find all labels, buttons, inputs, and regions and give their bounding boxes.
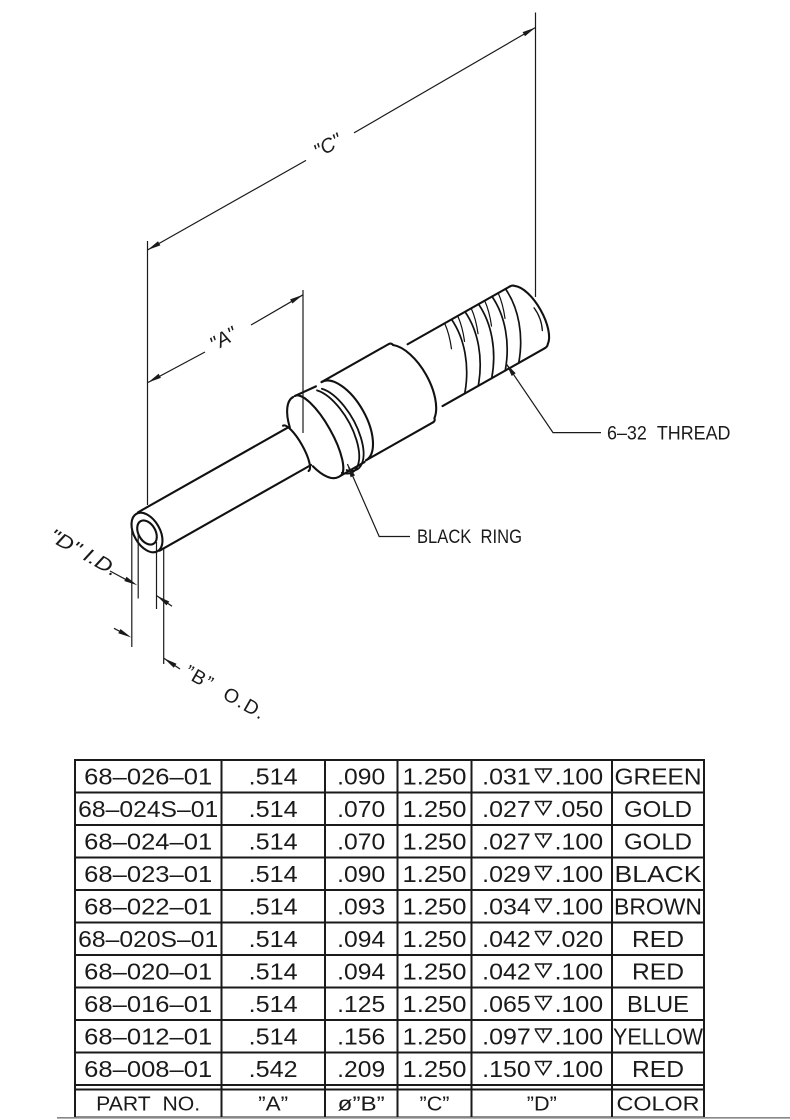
svg-text:ø”B”: ø”B” (338, 1094, 385, 1116)
svg-text:68–024S–01: 68–024S–01 (78, 796, 218, 822)
svg-text:.065: .065 (482, 991, 531, 1017)
svg-text:.514: .514 (249, 958, 298, 984)
svg-text:.093: .093 (337, 893, 385, 919)
svg-text:68–026–01: 68–026–01 (84, 763, 212, 789)
svg-text:68–012–01: 68–012–01 (84, 1023, 212, 1049)
svg-text:.100: .100 (555, 861, 604, 887)
svg-text:68–020–01: 68–020–01 (84, 958, 212, 984)
svg-text:.070: .070 (337, 796, 385, 822)
svg-text:.209: .209 (337, 1056, 385, 1082)
svg-text:1.250: 1.250 (403, 893, 467, 919)
svg-text:.034: .034 (482, 893, 531, 919)
svg-text:.070: .070 (337, 828, 385, 854)
svg-text:GOLD: GOLD (624, 796, 692, 822)
svg-text:BROWN: BROWN (614, 893, 702, 919)
svg-text:”C”: ”C” (420, 1094, 450, 1116)
svg-text:BLACK RING: BLACK RING (417, 526, 522, 548)
svg-text:1.250: 1.250 (403, 926, 467, 952)
svg-text:.027: .027 (482, 828, 531, 854)
svg-text:.100: .100 (555, 828, 604, 854)
svg-text:.094: .094 (337, 958, 385, 984)
svg-text:.542: .542 (249, 1056, 298, 1082)
svg-text:.514: .514 (249, 1023, 298, 1049)
svg-text:”D”: ”D” (527, 1094, 557, 1116)
svg-text:.100: .100 (555, 893, 604, 919)
svg-text:.125: .125 (337, 991, 385, 1017)
svg-text:.514: .514 (249, 763, 298, 789)
svg-text:.031: .031 (482, 763, 531, 789)
svg-text:.094: .094 (337, 926, 385, 952)
svg-text:.090: .090 (337, 763, 385, 789)
svg-text:BLUE: BLUE (627, 991, 689, 1017)
svg-text:1.250: 1.250 (403, 1056, 467, 1082)
svg-text:.514: .514 (249, 926, 298, 952)
svg-text:1.250: 1.250 (403, 828, 467, 854)
svg-text:GOLD: GOLD (624, 828, 692, 854)
svg-text:1.250: 1.250 (403, 861, 467, 887)
svg-text:.514: .514 (249, 828, 298, 854)
svg-text:1.250: 1.250 (403, 991, 467, 1017)
svg-text:68–008–01: 68–008–01 (84, 1056, 212, 1082)
svg-text:68–023–01: 68–023–01 (84, 861, 212, 887)
svg-text:.050: .050 (555, 796, 604, 822)
svg-text:.100: .100 (555, 1023, 604, 1049)
svg-text:68–022–01: 68–022–01 (84, 893, 212, 919)
svg-text:.097: .097 (482, 1023, 531, 1049)
svg-text:1.250: 1.250 (403, 796, 467, 822)
svg-text:GREEN: GREEN (615, 763, 702, 789)
svg-text:.090: .090 (337, 861, 385, 887)
svg-text:RED: RED (632, 1056, 684, 1082)
svg-text:RED: RED (632, 958, 684, 984)
svg-text:.514: .514 (249, 861, 298, 887)
svg-text:1.250: 1.250 (403, 763, 467, 789)
svg-text:.020: .020 (555, 926, 604, 952)
svg-text:1.250: 1.250 (403, 1023, 467, 1049)
svg-text:COLOR: COLOR (617, 1094, 700, 1116)
svg-text:RED: RED (632, 926, 684, 952)
svg-text:.100: .100 (555, 763, 604, 789)
svg-text:"C": "C" (310, 129, 347, 163)
svg-text:YELLOW: YELLOW (613, 1023, 704, 1049)
svg-text:.100: .100 (555, 1056, 604, 1082)
svg-text:.514: .514 (249, 893, 298, 919)
svg-text:BLACK: BLACK (615, 861, 702, 887)
svg-text:.042: .042 (482, 958, 531, 984)
svg-text:.027: .027 (482, 796, 531, 822)
svg-text:1.250: 1.250 (403, 958, 467, 984)
svg-text:.156: .156 (337, 1023, 385, 1049)
svg-text:PART NO.: PART NO. (96, 1094, 200, 1116)
svg-text:.514: .514 (249, 991, 298, 1017)
svg-text:68–016–01: 68–016–01 (84, 991, 212, 1017)
svg-text:.029: .029 (482, 861, 531, 887)
svg-text:”B” O.D.: ”B” O.D. (181, 661, 271, 725)
svg-text:.514: .514 (249, 796, 298, 822)
svg-text:"A": "A" (206, 323, 242, 356)
svg-text:6–32 THREAD: 6–32 THREAD (607, 423, 731, 445)
svg-text:68–020S–01: 68–020S–01 (78, 926, 218, 952)
svg-text:.042: .042 (482, 926, 531, 952)
svg-text:68–024–01: 68–024–01 (84, 828, 212, 854)
svg-text:"D" I.D.: "D" I.D. (45, 525, 122, 582)
svg-text:.100: .100 (555, 991, 604, 1017)
svg-text:”A”: ”A” (258, 1094, 288, 1116)
svg-text:.150: .150 (482, 1056, 531, 1082)
svg-text:.100: .100 (555, 958, 604, 984)
